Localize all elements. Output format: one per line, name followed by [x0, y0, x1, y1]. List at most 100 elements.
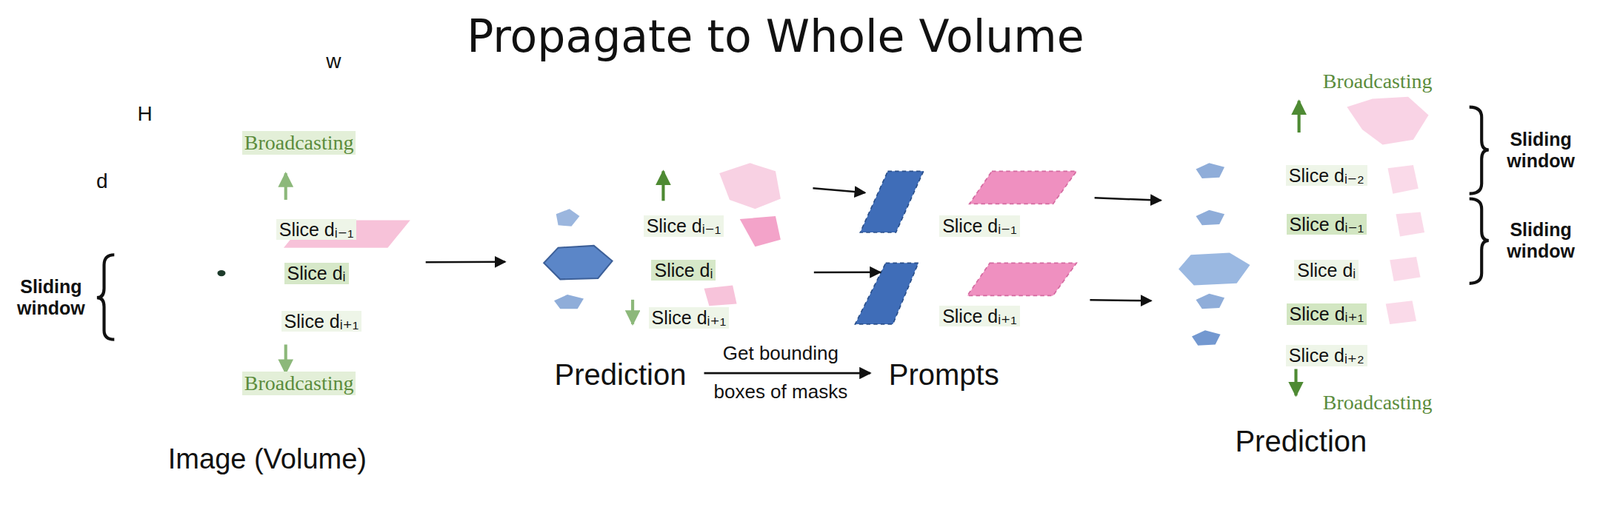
- arrow-label: Get bounding: [720, 342, 841, 366]
- dimension-label: w: [323, 49, 343, 74]
- mask-blue: [1195, 162, 1225, 179]
- slice-label: Slice dᵢ₋₂: [1285, 165, 1368, 187]
- slice-parallelogram: [821, 254, 1128, 342]
- slice-label: Slice dᵢ₋₁: [643, 215, 725, 238]
- slice-parallelogram: [1122, 245, 1464, 335]
- slice-label: Slice dᵢ₋₁: [276, 219, 358, 241]
- box-prompt-pink: [969, 171, 1078, 204]
- volume-side-face: [391, 78, 468, 201]
- label-box: Get bounding: [720, 342, 841, 366]
- dimension-label: d: [94, 169, 111, 194]
- mask-blue: [1178, 253, 1250, 286]
- label-box: Broadcasting: [242, 131, 357, 155]
- arrow-label: boxes of masks: [711, 381, 851, 404]
- volume-side-face: [391, 311, 468, 435]
- bracket: [97, 254, 115, 340]
- title-box: Propagate to Whole Volume: [464, 11, 1087, 63]
- slice-parallelogram: [1122, 107, 1464, 197]
- label-box: Broadcasting: [242, 371, 357, 396]
- slice-parallelogram: [1122, 202, 1464, 292]
- broadcast-arrow: [284, 173, 288, 200]
- slice-parallelogram: [122, 253, 469, 343]
- label-box: Image (Volume): [165, 443, 369, 477]
- box-prompt-blue: [860, 171, 923, 233]
- flow-arrow: [1089, 300, 1152, 301]
- slice-label: Slice dᵢ₊₁: [1286, 303, 1368, 326]
- slice-parallelogram: [1122, 286, 1464, 376]
- broadcast-label: Broadcasting: [1320, 391, 1435, 415]
- slice-parallelogram: [1122, 156, 1464, 246]
- label-box: Sliding window: [1497, 219, 1585, 263]
- slice-label: Slice dᵢ: [284, 262, 349, 285]
- label-box: w: [323, 49, 343, 74]
- slice-plane: Slice dᵢ₋₁: [821, 158, 1128, 246]
- bracket: [1469, 199, 1489, 284]
- slice-parallelogram: [821, 158, 1128, 246]
- slice-label: Slice dᵢ₋₁: [1286, 214, 1368, 236]
- slice-label: Slice dᵢ₊₁: [281, 311, 363, 333]
- volume-front-face: [122, 400, 391, 435]
- mask-pink: [740, 216, 781, 247]
- broadcast-label: Broadcasting: [242, 131, 357, 155]
- slice-plane: Slice dᵢ₋₁: [484, 158, 837, 248]
- label-box: Sliding window: [1497, 128, 1585, 172]
- stage-caption: Image (Volume): [165, 443, 369, 477]
- broadcast-arrow: [1294, 369, 1298, 397]
- bracket-label: Sliding window: [7, 276, 95, 320]
- label-box: Broadcasting: [1320, 391, 1435, 415]
- slice-parallelogram: [484, 250, 832, 338]
- broadcast-label: Broadcasting: [242, 371, 357, 396]
- flow-arrow: [812, 188, 865, 193]
- bracket: [1469, 107, 1489, 195]
- broadcast-arrow: [284, 344, 288, 374]
- mask-pink: [1346, 97, 1429, 146]
- broadcast-label: Broadcasting: [1320, 69, 1435, 94]
- slice-outline: [821, 254, 1128, 342]
- click-point: [217, 270, 226, 277]
- slice-parallelogram: [479, 200, 840, 295]
- slice-parallelogram: [484, 158, 837, 248]
- slice-label: Slice dᵢ₊₁: [939, 305, 1020, 328]
- flow-arrow: [425, 261, 506, 264]
- mask-pink: [719, 162, 781, 209]
- mask-pink: [1389, 257, 1420, 282]
- slice-plane: Slice dᵢ₊₁: [1122, 245, 1464, 335]
- label-box: Sliding window: [7, 276, 95, 320]
- stage-caption: Prediction: [552, 357, 689, 392]
- label-box: Broadcasting: [1320, 69, 1435, 94]
- mask-blue: [554, 294, 584, 309]
- label-box: Prediction: [552, 357, 689, 392]
- slice-parallelogram: [122, 161, 469, 251]
- broadcast-arrow: [1297, 100, 1301, 133]
- mask-pink: [1395, 211, 1425, 237]
- broadcast-arrow: [631, 300, 635, 325]
- slice-label: Slice dᵢ₋₁: [939, 215, 1020, 238]
- bracket-label: Sliding window: [1497, 128, 1585, 172]
- volume-top-face: [122, 78, 468, 166]
- mask-pink: [1387, 165, 1418, 195]
- slice-label: Slice dᵢ₊₂: [1285, 345, 1368, 367]
- slice-label: Slice dᵢ: [651, 260, 716, 282]
- mask-pink: [704, 285, 738, 307]
- mask-blue: [556, 208, 580, 226]
- slice-label: Slice dᵢ₊₁: [648, 307, 730, 329]
- label-box: H: [134, 102, 155, 126]
- diagram-title: Propagate to Whole Volume: [464, 11, 1087, 63]
- label-box: Prediction: [1232, 424, 1369, 459]
- flow-arrow: [1094, 197, 1162, 200]
- slice-plane: Slice dᵢ₋₂: [1122, 107, 1464, 197]
- mask-blue: [1195, 294, 1225, 310]
- mask-blue: [543, 245, 612, 280]
- mask-blue: [1191, 330, 1221, 346]
- label-box: boxes of masks: [711, 381, 851, 404]
- slice-plane: Slice dᵢ₋₁: [122, 161, 469, 251]
- mask-blue: [1195, 210, 1225, 226]
- slice-plane: Slice dᵢ₊₂: [1122, 286, 1464, 376]
- box-prompt-pink: [967, 262, 1077, 296]
- bracket-label: Sliding window: [1497, 219, 1585, 263]
- label-box: Prompts: [886, 357, 1002, 392]
- slice-plane: Slice dᵢ₊₁: [821, 254, 1128, 342]
- slice-parallelogram: [122, 208, 469, 298]
- stage-caption: Prediction: [1232, 424, 1369, 459]
- volume-front-face: [122, 165, 391, 201]
